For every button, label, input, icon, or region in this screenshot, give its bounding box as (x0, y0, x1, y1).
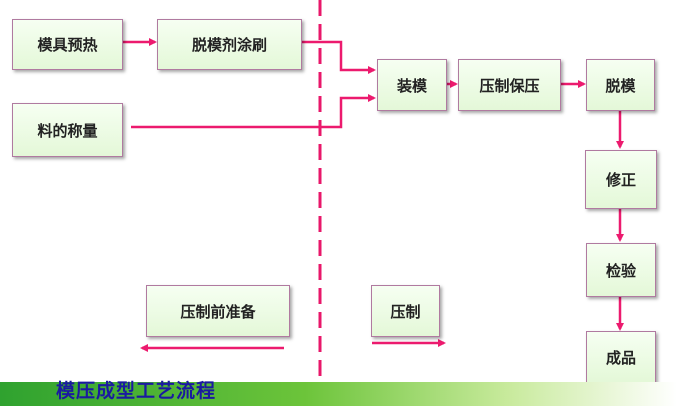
step-press-hold: 压制保压 (458, 59, 561, 111)
step-load-mold: 装模 (377, 59, 447, 111)
step-weighing: 料的称量 (12, 103, 123, 157)
footer-bar (0, 382, 677, 406)
step-product: 成品 (586, 331, 656, 383)
phase-pressing: 压制 (371, 285, 440, 337)
step-inspect: 检验 (586, 243, 656, 297)
arrow-weigh-to-load (131, 94, 376, 129)
step-release-agent: 脱模剂涂刷 (157, 19, 302, 70)
step-mold-preheat: 模具预热 (12, 19, 123, 70)
step-trim: 修正 (585, 150, 657, 209)
step-demold: 脱模 (586, 59, 655, 111)
phase-pre-press: 压制前准备 (146, 285, 290, 337)
diagram-title: 模压成型工艺流程 (56, 380, 217, 402)
arrow-release-to-load (302, 40, 376, 74)
